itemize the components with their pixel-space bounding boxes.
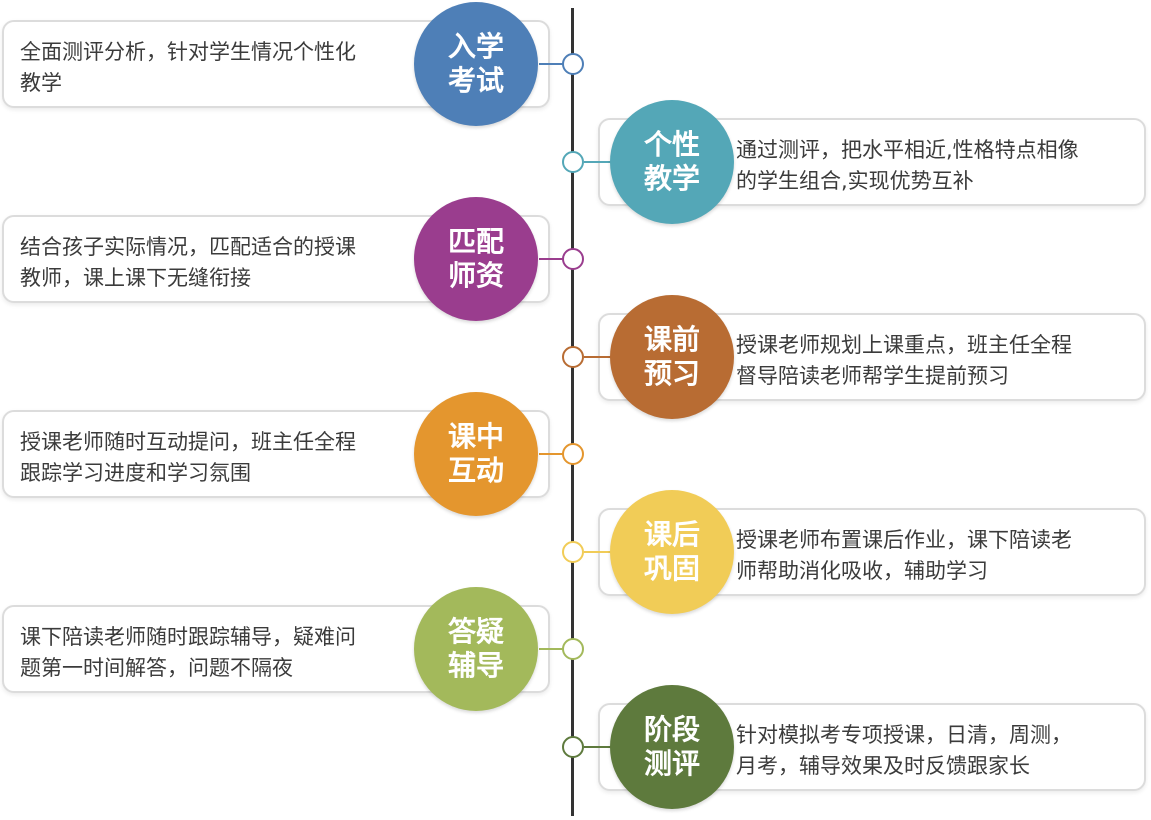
step-description-line: 课下陪读老师随时跟踪辅导，疑难问	[20, 625, 356, 649]
step-description: 授课老师规划上课重点，班主任全程督导陪读老师帮学生提前预习	[736, 330, 1131, 392]
timeline-node	[562, 151, 584, 173]
step-connector	[584, 551, 618, 553]
step-title-line: 课后	[643, 518, 700, 551]
step-title-line: 预习	[643, 357, 700, 390]
timeline-spine	[571, 8, 574, 816]
step-description: 授课老师布置课后作业，课下陪读老师帮助消化吸收，辅助学习	[736, 525, 1131, 587]
step-badge: 阶段测评	[610, 685, 734, 809]
step-title-line: 教学	[643, 162, 700, 195]
step-badge: 答疑辅导	[414, 587, 538, 711]
step-title-line: 个性	[643, 128, 700, 161]
step-title-line: 师资	[447, 259, 504, 292]
step-title-line: 答疑	[447, 615, 504, 648]
step-badge: 课中互动	[414, 392, 538, 516]
step-badge: 课前预习	[610, 295, 734, 419]
step-connector	[539, 258, 573, 260]
step-description-line: 针对模拟考专项授课，日清，周测，	[736, 723, 1072, 747]
step-connector	[539, 63, 573, 65]
step-description-line: 授课老师规划上课重点，班主任全程	[736, 333, 1072, 357]
step-description-line: 教学	[20, 71, 62, 95]
timeline-node	[562, 736, 584, 758]
step-description-line: 督导陪读老师帮学生提前预习	[736, 364, 1009, 388]
step-title-line: 巩固	[643, 552, 700, 585]
step-description: 针对模拟考专项授课，日清，周测， 月考，辅导效果及时反馈跟家长	[736, 720, 1131, 782]
step-connector	[584, 746, 618, 748]
step-description-line: 授课老师布置课后作业，课下陪读老	[736, 528, 1072, 552]
step-description-line: 通过测评，把水平相近,性格特点相像	[736, 138, 1079, 162]
step-description: 通过测评，把水平相近,性格特点相像的学生组合,实现优势互补	[736, 135, 1131, 197]
timeline-node	[562, 346, 584, 368]
timeline-node	[562, 638, 584, 660]
timeline-node	[562, 443, 584, 465]
step-description: 授课老师随时互动提问，班主任全程跟踪学习进度和学习氛围	[20, 427, 412, 489]
timeline-node	[562, 541, 584, 563]
step-title-line: 匹配	[447, 225, 504, 258]
step-title-line: 阶段	[643, 713, 700, 746]
step-description: 课下陪读老师随时跟踪辅导，疑难问题第一时间解答，问题不隔夜	[20, 622, 412, 684]
step-description-line: 月考，辅导效果及时反馈跟家长	[736, 754, 1030, 778]
step-description-line: 结合孩子实际情况，匹配适合的授课	[20, 235, 356, 259]
step-title-line: 课中	[447, 420, 504, 453]
timeline-node	[562, 248, 584, 270]
step-connector	[584, 161, 618, 163]
step-description-line: 题第一时间解答，问题不隔夜	[20, 656, 293, 680]
step-description: 全面测评分析，针对学生情况个性化教学	[20, 37, 412, 99]
timeline-node	[562, 53, 584, 75]
step-description-line: 跟踪学习进度和学习氛围	[20, 461, 251, 485]
step-description-line: 教师，课上课下无缝衔接	[20, 266, 251, 290]
step-title-line: 考试	[447, 64, 504, 97]
step-title-line: 入学	[447, 30, 504, 63]
step-description-line: 的学生组合,实现优势互补	[736, 169, 974, 193]
step-description-line: 授课老师随时互动提问，班主任全程	[20, 430, 356, 454]
step-description-line: 全面测评分析，针对学生情况个性化	[20, 40, 356, 64]
step-title-line: 课前	[643, 323, 700, 356]
step-badge: 个性教学	[610, 100, 734, 224]
step-badge: 入学考试	[414, 2, 538, 126]
step-title-line: 辅导	[447, 649, 504, 682]
step-connector	[539, 453, 573, 455]
step-connector	[539, 648, 573, 650]
step-title-line: 测评	[643, 747, 700, 780]
step-connector	[584, 356, 618, 358]
step-description: 结合孩子实际情况，匹配适合的授课教师，课上课下无缝衔接	[20, 232, 412, 294]
step-description-line: 师帮助消化吸收，辅助学习	[736, 559, 988, 583]
step-title-line: 互动	[447, 454, 504, 487]
step-badge: 匹配师资	[414, 197, 538, 321]
step-badge: 课后巩固	[610, 490, 734, 614]
